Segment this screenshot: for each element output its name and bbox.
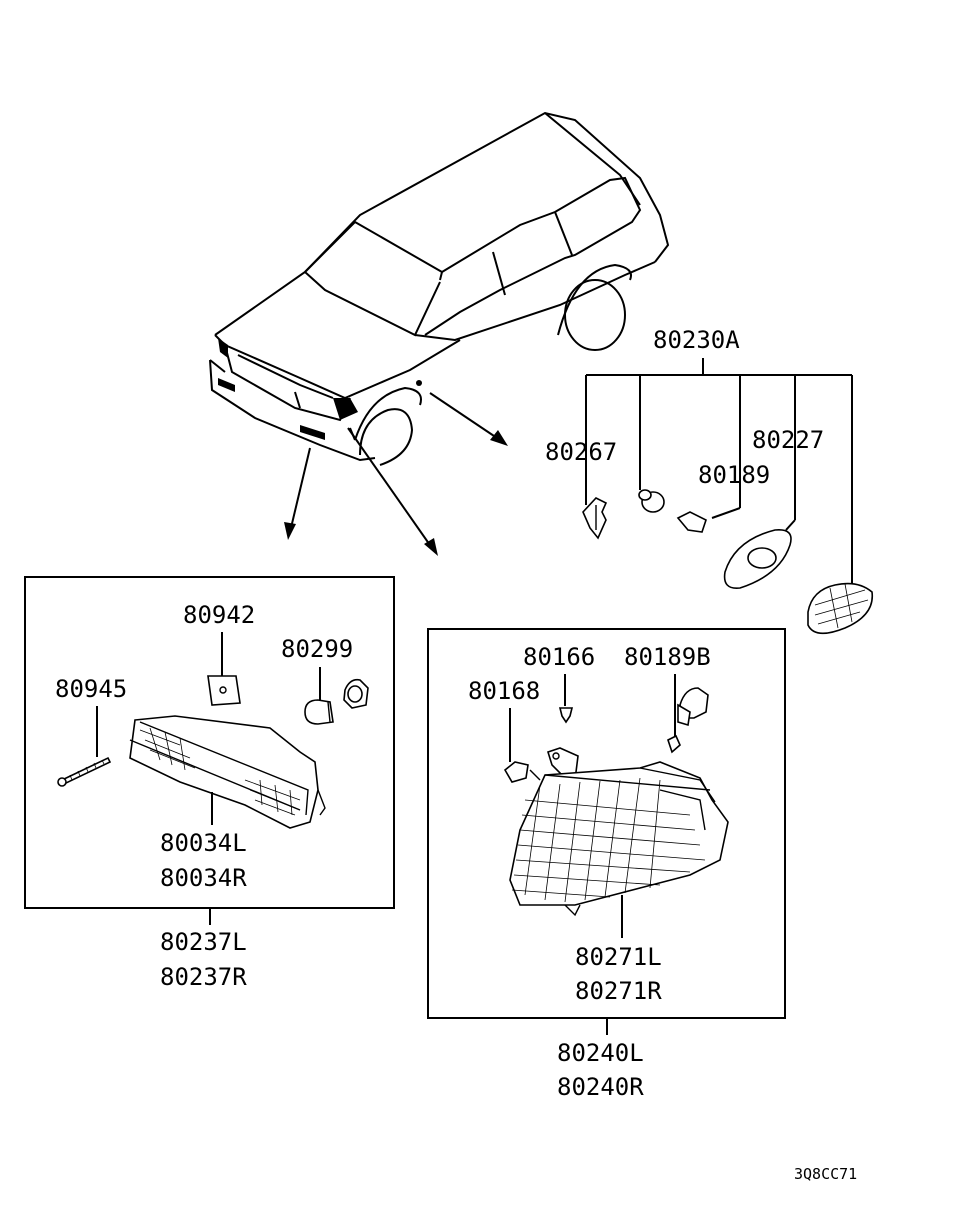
label-80230A: 80230A — [653, 326, 740, 354]
label-80945: 80945 — [55, 675, 127, 703]
corner-lamp-group: 80166 80189B 80168 80271L 80271R 80240L … — [427, 628, 786, 1101]
label-80189B: 80189B — [624, 643, 711, 671]
label-80237R: 80237R — [160, 963, 247, 991]
label-80034L: 80034L — [160, 829, 247, 857]
label-80267: 80267 — [545, 438, 617, 466]
label-80034R: 80034R — [160, 864, 247, 892]
label-80299: 80299 — [281, 635, 353, 663]
diagram-code: 3Q8CC71 — [794, 1165, 857, 1183]
pointer-arrows — [284, 392, 508, 556]
label-80168: 80168 — [468, 677, 540, 705]
label-80271L: 80271L — [575, 943, 662, 971]
label-80237L: 80237L — [160, 928, 247, 956]
label-80240L: 80240L — [557, 1039, 644, 1067]
label-80942: 80942 — [183, 601, 255, 629]
label-80227: 80227 — [752, 426, 824, 454]
bumper-lamp-group: 80942 80299 80945 80034L 80034R 80237L 8… — [24, 576, 395, 991]
vehicle-illustration — [209, 111, 670, 466]
label-80166: 80166 — [523, 643, 595, 671]
label-80189: 80189 — [698, 461, 770, 489]
label-80240R: 80240R — [557, 1073, 644, 1101]
label-80271R: 80271R — [575, 977, 662, 1005]
side-marker-group: 80230A 80267 80227 80189 — [545, 326, 874, 635]
